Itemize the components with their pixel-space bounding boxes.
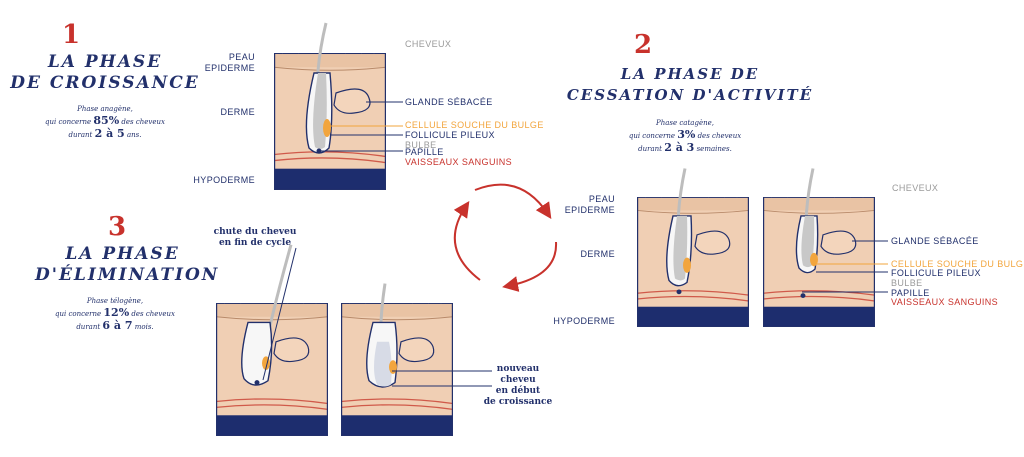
phase1-title-line1: LA PHASE (47, 52, 163, 72)
phase3-percent: 12% (103, 306, 130, 319)
note-chute: chute du cheveu en fin de cycle (210, 227, 300, 249)
phase2-label-glande: GLANDE SÉBACÉE (891, 236, 979, 246)
phase2-label-papille: PAPILLE (891, 288, 930, 298)
phase2-label-epiderme: EPIDERME (564, 205, 615, 215)
phase3-desc-pre: qui concerne (55, 310, 102, 318)
phase2-label-cheveux: CHEVEUX (892, 183, 939, 193)
phase2-label-bulbe: BULBE (891, 278, 923, 288)
phase1-desc-pre: qui concerne (45, 118, 92, 126)
phase2-diagram-a (636, 168, 748, 326)
phase2-label-peau: PEAU (588, 194, 615, 204)
note-nouveau: nouveau cheveu en début de croissance (478, 364, 558, 408)
phase1-percent: 85% (93, 114, 120, 127)
phase1-desc-post: des cheveux (121, 118, 165, 126)
phase2-label-hypoderme: HYPODERME (553, 316, 615, 326)
phase1-dur-pre: durant (68, 131, 93, 139)
phase1-label-derme: DERME (220, 107, 255, 117)
phase3-duration: 6 à 7 (102, 319, 133, 332)
phase1-label-glande: GLANDE SÉBACÉE (405, 97, 493, 107)
phase1-title: LA PHASE DE CROISSANCE (10, 52, 200, 94)
phase1-label-papille: PAPILLE (405, 147, 444, 157)
phase2-label-follicule: FOLLICULE PILEUX (891, 268, 981, 278)
phase3-desc-post: des cheveux (131, 310, 175, 318)
phase3-title-line1: LA PHASE (65, 244, 180, 264)
phase3-dur-pre: durant (76, 323, 101, 331)
phase1-title-line2: DE CROISSANCE (10, 73, 200, 93)
phase2-dur-pre: durant (638, 145, 662, 153)
note-nouveau-line2: cheveu (500, 375, 536, 385)
phase3-diagram-b (340, 283, 452, 435)
phase3-dur-post: mois. (134, 323, 154, 331)
phase2-title-line1: LA PHASE DE (620, 65, 760, 83)
phase2-title: LA PHASE DE CESSATION D'ACTIVITÉ (545, 64, 835, 106)
phase2-percent: 3% (677, 128, 696, 141)
phase1-label-hypoderme: HYPODERME (193, 175, 255, 185)
phase2-label-derme: DERME (580, 249, 615, 259)
phase1-label-epiderme: EPIDERME (204, 63, 255, 73)
note-nouveau-line3: en début (495, 386, 541, 396)
note-nouveau-line4: de croissance (483, 397, 553, 407)
phase1-label-bulbe: BULBE (405, 140, 437, 150)
phase3-number: 3 (108, 212, 127, 242)
phase2-desc-pre: qui concerne (628, 132, 675, 140)
phase3-diagram-a (215, 244, 327, 435)
phase2-number: 2 (634, 30, 653, 60)
phase3-description: Phase télogène, qui concerne 12% des che… (40, 296, 190, 333)
phase1-label-peau: PEAU (228, 52, 255, 62)
phase2-label-cellule: CELLULE SOUCHE DU BULGE (891, 259, 1024, 269)
cycle-arrow-top (474, 183, 552, 219)
phase2-description: Phase catagène, qui concerne 3% des chev… (610, 118, 760, 155)
phase1-label-follicule: FOLLICULE PILEUX (405, 130, 495, 140)
phase1-label-cellule: CELLULE SOUCHE DU BULGE (405, 120, 544, 130)
phase1-label-cheveux: CHEVEUX (405, 39, 452, 49)
note-chute-line2: en fin de cycle (218, 238, 292, 248)
cycle-arrow-left (453, 201, 481, 281)
phase1-label-vaisseaux: VAISSEAUX SANGUINS (405, 157, 513, 167)
phase1-description: Phase anagène, qui concerne 85% des chev… (30, 104, 180, 141)
phase2-desc-post: des cheveux (697, 132, 742, 140)
phase3-title-line2: D'ÉLIMINATION (35, 265, 220, 285)
note-chute-line1: chute du cheveu (213, 227, 297, 237)
phase2-dur-post: semaines. (696, 145, 732, 153)
phase1-duration: 2 à 5 (94, 127, 125, 140)
phase2-title-line2: CESSATION D'ACTIVITÉ (566, 86, 814, 104)
phase1-desc-line1: Phase anagène, (77, 105, 133, 113)
phase2-desc-line1: Phase catagène, (656, 119, 714, 127)
phase3-title: LA PHASE D'ÉLIMINATION (35, 244, 220, 286)
cycle-arrow-right (502, 241, 558, 292)
phase2-diagram-b (762, 168, 874, 326)
phase1-diagram (273, 22, 385, 189)
phase2-label-vaisseaux: VAISSEAUX SANGUINS (891, 297, 999, 307)
phase1-number: 1 (62, 20, 81, 50)
phase3-desc-line1: Phase télogène, (86, 297, 144, 305)
note-nouveau-line1: nouveau (496, 364, 540, 374)
phase2-duration: 2 à 3 (664, 141, 695, 154)
phase1-dur-post: ans. (126, 131, 142, 139)
